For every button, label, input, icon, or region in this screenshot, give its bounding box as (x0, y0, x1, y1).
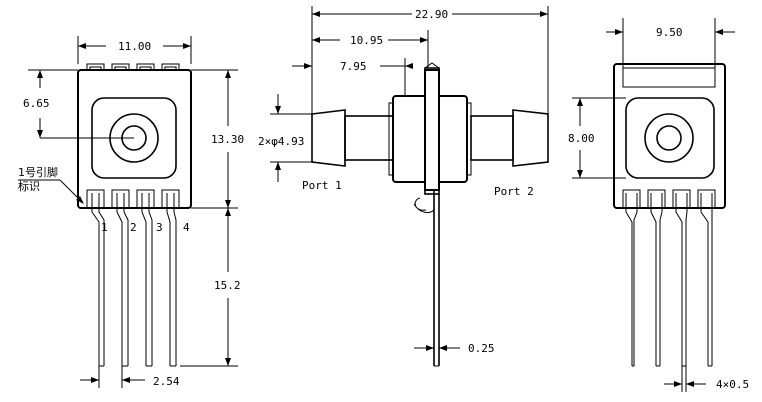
port-outer-right (644, 113, 694, 163)
dim-width-9-50: 9.50 (606, 18, 735, 68)
dim-label-6-65: 6.65 (23, 97, 50, 110)
dim-pitch-2-54: 2.54 (80, 366, 180, 388)
dim-label-port-diameter: 2×φ4.93 (258, 135, 304, 148)
dim-label-10-95: 10.95 (350, 34, 383, 47)
dim-label-8-00: 8.00 (568, 132, 595, 145)
pin-number-2: 2 (130, 221, 137, 234)
dim-width-11: 11.00 (77, 36, 192, 64)
left-view: 1 2 3 4 11.00 6.65 (18, 36, 244, 388)
dim-lead-size: 4×0.5 (664, 366, 749, 392)
dim-offset-7-95: 7.95 (292, 56, 413, 114)
middle-view: Port 1 Port 2 22.90 10.95 (258, 6, 549, 367)
lead-feet-left (86, 189, 180, 367)
dim-port-diameter: 2×φ4.93 (258, 94, 312, 182)
dim-thickness-0-25: 0.25 (414, 342, 495, 355)
dim-height-13-30: 13.30 (191, 69, 244, 209)
dim-label-9-50: 9.50 (656, 26, 683, 39)
dim-height-8-00: 8.00 (568, 97, 626, 179)
dim-label-0-25: 0.25 (468, 342, 495, 355)
pin-number-3: 3 (156, 221, 163, 234)
port2-barb (512, 109, 549, 167)
dim-lead-15-2: 15.2 (180, 208, 241, 367)
sensor-body-right (613, 63, 726, 209)
pin1-marker-callout: 1号引脚 标识 (18, 165, 84, 204)
dim-label-2-54: 2.54 (153, 375, 180, 388)
pin-number-4: 4 (183, 221, 190, 234)
sensor-body-left (77, 69, 192, 209)
dim-label-11: 11.00 (118, 40, 151, 53)
dim-label-13-30: 13.30 (211, 133, 244, 146)
sensor-window-right (625, 97, 715, 179)
right-view: 9.50 8.00 4×0.5 (568, 18, 749, 392)
dim-label-7-95: 7.95 (340, 60, 367, 73)
dim-label-22-90: 22.90 (415, 8, 448, 21)
dim-offset-10-95: 10.95 (312, 30, 429, 68)
pin-number-1: 1 (101, 221, 108, 234)
port2-label: Port 2 (494, 185, 534, 198)
port1-barb (311, 109, 346, 167)
lead-feet-right (622, 189, 716, 367)
dim-height-6-65: 6.65 (23, 69, 78, 138)
port-inner-right (656, 125, 682, 151)
pin1-marker-label-line2: 标识 (18, 179, 40, 193)
dim-label-lead-size: 4×0.5 (716, 378, 749, 391)
dim-label-15-2: 15.2 (214, 279, 241, 292)
port1-label: Port 1 (302, 179, 342, 192)
pin1-marker-label-line1: 1号引脚 (18, 165, 58, 179)
